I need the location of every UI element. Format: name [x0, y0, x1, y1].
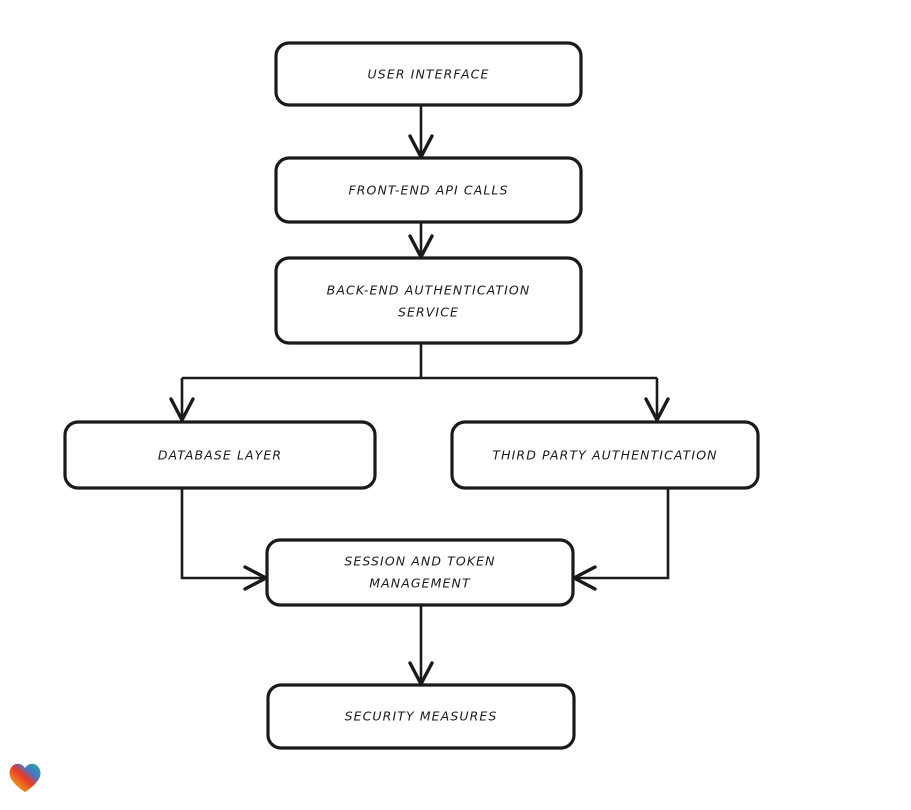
arrowhead-backend-to-thirdparty — [644, 397, 670, 422]
heart-icon — [9, 763, 41, 792]
node-session-token-mgmt-label-line2: MANAGEMENT — [369, 576, 471, 591]
node-frontend-api-calls[interactable]: FRONT-END API CALLS — [274, 156, 583, 224]
node-security-measures[interactable]: SECURITY MEASURES — [266, 683, 576, 750]
arrowhead-backend-to-database — [169, 397, 195, 422]
node-backend-auth-service-shape[interactable] — [274, 256, 583, 345]
node-security-measures-label: SECURITY MEASURES — [345, 709, 498, 724]
node-session-token-mgmt-shape[interactable] — [265, 538, 575, 607]
node-third-party-auth[interactable]: THIRD PARTY AUTHENTICATION — [450, 420, 760, 490]
node-frontend-api-calls-shape[interactable] — [274, 156, 583, 224]
node-database-layer-label: DATABASE LAYER — [158, 448, 282, 463]
edge-thirdparty-to-session — [576, 488, 670, 580]
node-third-party-auth-label: THIRD PARTY AUTHENTICATION — [492, 448, 717, 463]
node-user-interface[interactable]: USER INTERFACE — [274, 41, 583, 107]
node-database-layer[interactable]: DATABASE LAYER — [63, 420, 377, 490]
node-third-party-auth-shape[interactable] — [450, 420, 760, 490]
node-backend-auth-service[interactable]: BACK-END AUTHENTICATION SERVICE — [274, 256, 583, 345]
edge-database-to-session — [180, 488, 264, 580]
node-backend-auth-service-label-line2: SERVICE — [398, 305, 459, 320]
node-security-measures-shape[interactable] — [266, 683, 576, 750]
node-session-token-mgmt[interactable]: SESSION AND TOKEN MANAGEMENT — [265, 538, 575, 607]
node-user-interface-shape[interactable] — [274, 41, 583, 107]
node-backend-auth-service-label-line1: BACK-END AUTHENTICATION — [327, 283, 531, 298]
node-user-interface-label: USER INTERFACE — [368, 67, 490, 82]
node-session-token-mgmt-label-line1: SESSION AND TOKEN — [344, 554, 495, 569]
node-database-layer-shape[interactable] — [63, 420, 377, 490]
node-frontend-api-calls-label: FRONT-END API CALLS — [348, 183, 508, 198]
edges-layer — [180, 105, 670, 683]
